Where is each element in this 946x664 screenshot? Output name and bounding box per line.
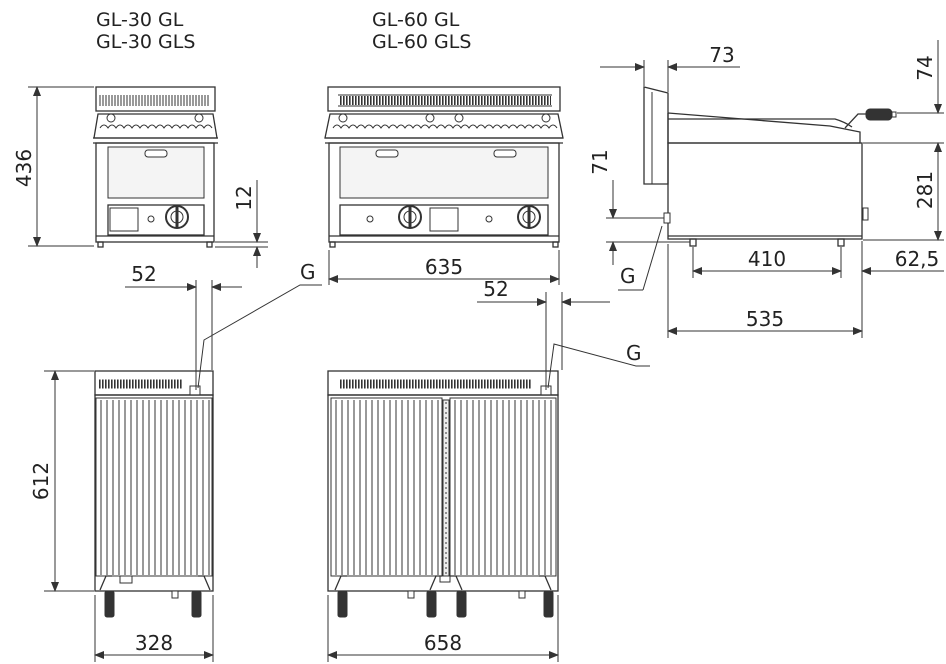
dimension-lines: [28, 40, 944, 662]
title-gl30-line1: GL-30 GL: [96, 9, 184, 31]
top-view-gl30: [94, 370, 214, 618]
top-60-ribs-left: [335, 400, 439, 575]
title-gl60-line1: GL-60 GL: [372, 9, 460, 31]
front-30-vents: [99, 95, 209, 106]
top-view-gl60: [327, 370, 559, 618]
top-30-ribs: [100, 400, 210, 575]
front-view-gl30: [93, 86, 218, 248]
dim-rear-offset: 62,5: [895, 247, 940, 271]
dim-depth-top-30: 612: [29, 462, 53, 500]
dim-height-total: 436: [12, 149, 36, 187]
dim-gas-offset-60: 52: [483, 277, 508, 301]
dim-body-height: 281: [913, 171, 937, 209]
side-view: [643, 86, 897, 247]
dim-gas-offset-30: 52: [131, 262, 156, 286]
dim-gas-height: 71: [588, 149, 612, 174]
label-gas-top-60: G: [626, 341, 642, 365]
dim-back-offset-top: 73: [709, 43, 734, 67]
dim-width-top-60: 658: [424, 631, 462, 655]
title-gl30-line2: GL-30 GLS: [96, 31, 195, 53]
dim-top-height: 74: [913, 55, 937, 80]
label-gas-side: G: [620, 264, 636, 288]
dim-depth-feet: 410: [748, 247, 786, 271]
dim-width-front-60: 635: [425, 255, 463, 279]
dim-foot-height: 12: [232, 185, 256, 210]
dim-width-top-30: 328: [135, 631, 173, 655]
top-60-ribs-right: [454, 400, 552, 575]
title-gl60-line2: GL-60 GLS: [372, 31, 471, 53]
dim-depth-total: 535: [746, 307, 784, 331]
label-gas-top-30: G: [300, 260, 316, 284]
front-view-gl60: [324, 86, 564, 248]
